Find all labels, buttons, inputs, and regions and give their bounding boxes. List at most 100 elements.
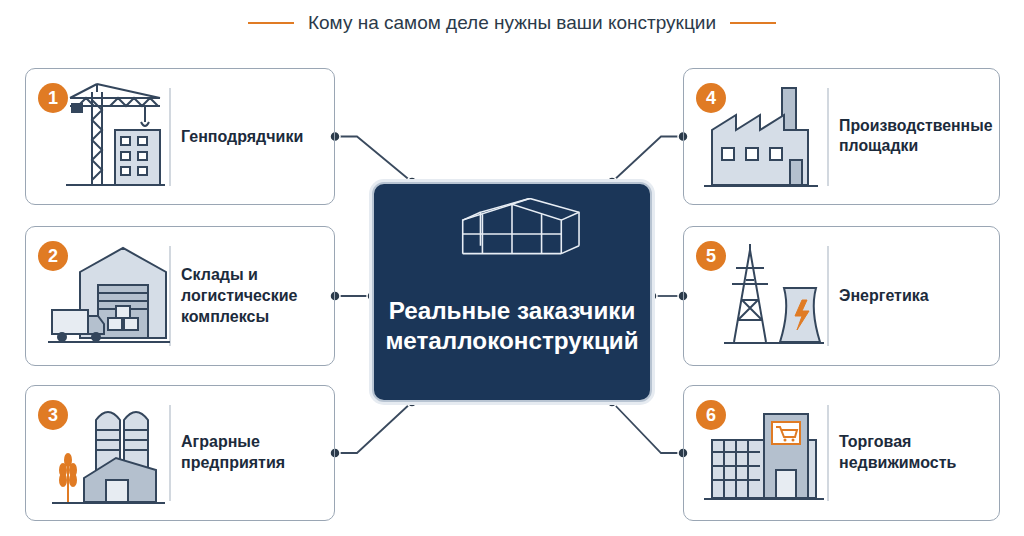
- customer-label: Торговая недвижимость: [839, 432, 991, 474]
- central-box: Реальные заказчики металлоконструкций: [372, 182, 652, 402]
- crane-icon-part: [121, 167, 130, 175]
- callout-digit: 1: [48, 88, 58, 109]
- crane-icon-part: [72, 104, 82, 112]
- connector-line: [612, 402, 683, 453]
- divider-lines-part: [169, 88, 171, 186]
- factory-icon-part: [746, 148, 758, 160]
- warehouse-icon-part: [58, 333, 66, 341]
- energy-icon: [724, 244, 824, 343]
- crane-icon-part: [121, 152, 130, 160]
- farm-icon-part-part: [67, 462, 69, 502]
- crane-icon-part: [92, 100, 102, 180]
- divider-lines-part: [827, 88, 829, 186]
- farm-icon-part-part: [70, 464, 76, 476]
- retail-icon-part: [792, 439, 795, 442]
- farm-icon-part: [84, 458, 156, 502]
- crane-icon-part: [138, 152, 147, 160]
- title-rule: [730, 22, 776, 24]
- warehouse-icon-part: [92, 333, 100, 341]
- crane-icon-part: [138, 137, 147, 145]
- warehouse-icon-part: [52, 310, 88, 334]
- energy-icon-part: [795, 300, 809, 330]
- frame-icon: [374, 198, 650, 258]
- retail-icon: [704, 414, 824, 499]
- warehouse-icon-part: [48, 341, 170, 343]
- connector-line: [612, 137, 683, 183]
- frame-member: [561, 212, 579, 220]
- farm-icon-part: [52, 502, 165, 504]
- energy-icon-part: [780, 288, 820, 342]
- crane-icon-part: [78, 98, 158, 106]
- customer-label: Аграрные предприятия: [181, 432, 326, 474]
- warehouse-icon-part: [80, 248, 166, 338]
- crane-icon-part: [97, 84, 160, 98]
- customer-label: Энергетика: [839, 286, 991, 307]
- customer-box: Аграрные предприятия 3: [25, 385, 335, 521]
- frame-outline: [480, 198, 579, 245]
- retail-icon-part: [764, 414, 808, 498]
- warehouse-icon-part: [124, 318, 138, 330]
- callout-number: 4: [696, 83, 726, 113]
- customer-box: Генподрядчики 1: [25, 68, 335, 205]
- crane-icon-part: [141, 122, 149, 126]
- divider-lines-part: [827, 246, 829, 346]
- energy-icon-part: [738, 300, 762, 320]
- callout-digit: 2: [48, 246, 58, 267]
- crane-icon-part: [70, 105, 160, 107]
- customer-box: Торговая недвижимость 6: [683, 385, 1000, 521]
- crane-icon: [66, 84, 165, 185]
- customer-box: Энергетика5: [683, 226, 1000, 366]
- energy-icon-part: [724, 342, 824, 344]
- connector-dot: [330, 448, 340, 458]
- factory-icon-part: [770, 148, 782, 160]
- divider-lines-part: [827, 405, 829, 501]
- callout-number: 1: [38, 83, 68, 113]
- retail-icon-part: [704, 498, 824, 500]
- frame-member: [511, 204, 513, 253]
- callout-digit: 6: [706, 405, 716, 426]
- central-label: Реальные заказчики металлоконструкций: [386, 264, 638, 388]
- customer-label: Производственные площадки: [839, 116, 991, 157]
- connector-line: [335, 137, 412, 183]
- factory-icon-part: [722, 148, 734, 160]
- farm-icon-part-part: [60, 464, 66, 476]
- callout-number: 6: [696, 400, 726, 430]
- connector-dot: [330, 291, 340, 301]
- divider-lines-part: [169, 405, 171, 501]
- factory-icon-part: [704, 185, 818, 187]
- farm-icon-part-part: [65, 454, 71, 466]
- callout-number: 2: [38, 241, 68, 271]
- farm-icon-part: [96, 430, 148, 450]
- divider-lines: [170, 88, 828, 501]
- frame-outline: [463, 204, 562, 253]
- customer-box: Производственные площадки 4: [683, 68, 1000, 205]
- callout-digit: 3: [48, 405, 58, 426]
- warehouse-icon-part: [108, 318, 122, 330]
- crane-icon-part: [144, 106, 146, 122]
- frame-member: [482, 214, 484, 253]
- warehouse-icon-part: [98, 285, 148, 338]
- factory-icon-part: [712, 115, 808, 185]
- energy-icon-part: [732, 244, 768, 284]
- frame-member: [463, 212, 481, 220]
- crane-icon-part: [66, 184, 165, 186]
- connector-line: [335, 402, 412, 453]
- customer-label: Генподрядчики: [181, 126, 326, 147]
- frame-member: [541, 214, 543, 253]
- title-row: Кому на самом деле нужны ваши конструкци…: [0, 8, 1024, 38]
- frame-member: [561, 246, 579, 254]
- farm-icon-part: [106, 480, 128, 502]
- callout-number: 3: [38, 400, 68, 430]
- factory-icon-part: [790, 160, 802, 185]
- warehouse-icon-part: [116, 306, 130, 318]
- frame-member: [512, 198, 530, 204]
- retail-icon-part: [784, 439, 787, 442]
- retail-icon-part: [776, 470, 796, 498]
- crane-icon-part: [70, 97, 160, 99]
- farm-icon: [52, 412, 165, 503]
- connector-dot: [330, 132, 340, 142]
- frame-icon: [463, 198, 579, 253]
- retail-icon-part: [712, 440, 760, 498]
- crane-icon-part: [121, 137, 130, 145]
